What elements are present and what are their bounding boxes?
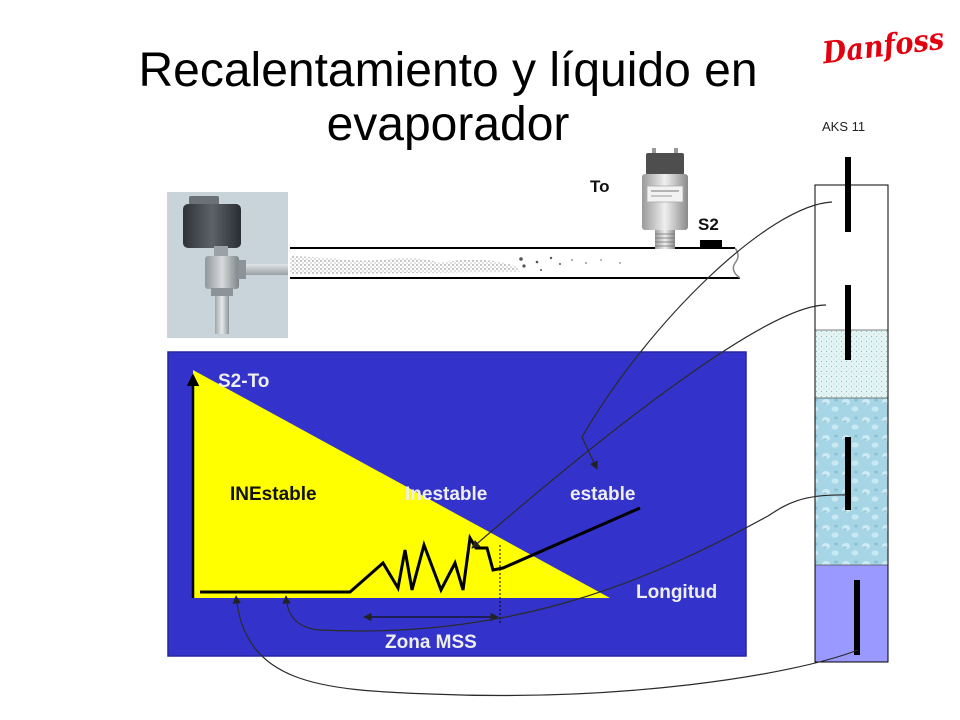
transmitter-connector <box>646 153 684 175</box>
danfoss-logo: Danfoss <box>820 22 946 72</box>
valve-body <box>205 256 239 289</box>
sensor-bar-2 <box>845 285 851 360</box>
column-frame <box>814 184 889 663</box>
evaporator-column <box>814 157 889 663</box>
temperature-sensor-block <box>700 240 722 248</box>
connector-liquid-to-trace <box>232 595 859 697</box>
valve-outlet-nut <box>238 260 246 279</box>
transmitter-thread <box>655 230 675 249</box>
column-liquid <box>815 565 888 662</box>
transmitter-pin <box>652 148 656 155</box>
column-superheated-vapour <box>815 185 888 330</box>
superheat-graph: S2-To INEstable Inestable estable Longit… <box>167 351 747 657</box>
valve-inlet-pipe <box>215 288 229 334</box>
valve-coil <box>183 204 241 248</box>
zone-label-unstable: Inestable <box>405 484 487 505</box>
mss-zone-label: Zona MSS <box>385 632 477 653</box>
valve-outlet-pipe <box>238 264 288 275</box>
sensor-bar-3 <box>845 437 851 510</box>
connector-vapour-to-stable <box>581 201 833 470</box>
pressure-transmitter-photo <box>642 148 688 249</box>
superheat-trace <box>200 506 641 594</box>
transmitter-pin <box>674 148 678 155</box>
valve-inlet-nut <box>211 288 233 296</box>
temperature-sensor-label: S2 <box>698 215 719 234</box>
zone-label-very-unstable: INEstable <box>230 484 317 505</box>
solenoid-valve-photo <box>167 192 288 338</box>
thread-lines <box>655 233 675 247</box>
sensor-model-label: AKS 11 <box>822 119 865 134</box>
evaporator-pipe <box>290 247 741 279</box>
connector-mist-to-trace <box>471 304 827 549</box>
liquid-droplets <box>519 256 621 271</box>
superheat-triangle <box>193 370 610 598</box>
liquid-refrigerant <box>290 256 520 274</box>
pressure-sensor-label: To <box>590 177 610 196</box>
slide-title-line-1: Recalentamiento y líquido en <box>138 44 757 97</box>
column-droplets <box>815 398 888 565</box>
slide-title-line-2: evaporador <box>327 98 570 151</box>
pipe-break-mark <box>732 247 741 279</box>
sensor-bar-1 <box>845 157 851 232</box>
transmitter-nameplate <box>646 185 684 203</box>
zone-label-stable: estable <box>570 484 635 505</box>
valve-armature-tube <box>214 246 228 257</box>
sensor-bar-4 <box>854 580 860 655</box>
column-mist <box>815 330 888 398</box>
y-axis-label: S2-To <box>218 371 269 392</box>
connector-droplets-to-trace <box>282 494 847 632</box>
x-axis-label: Longitud <box>636 582 717 603</box>
